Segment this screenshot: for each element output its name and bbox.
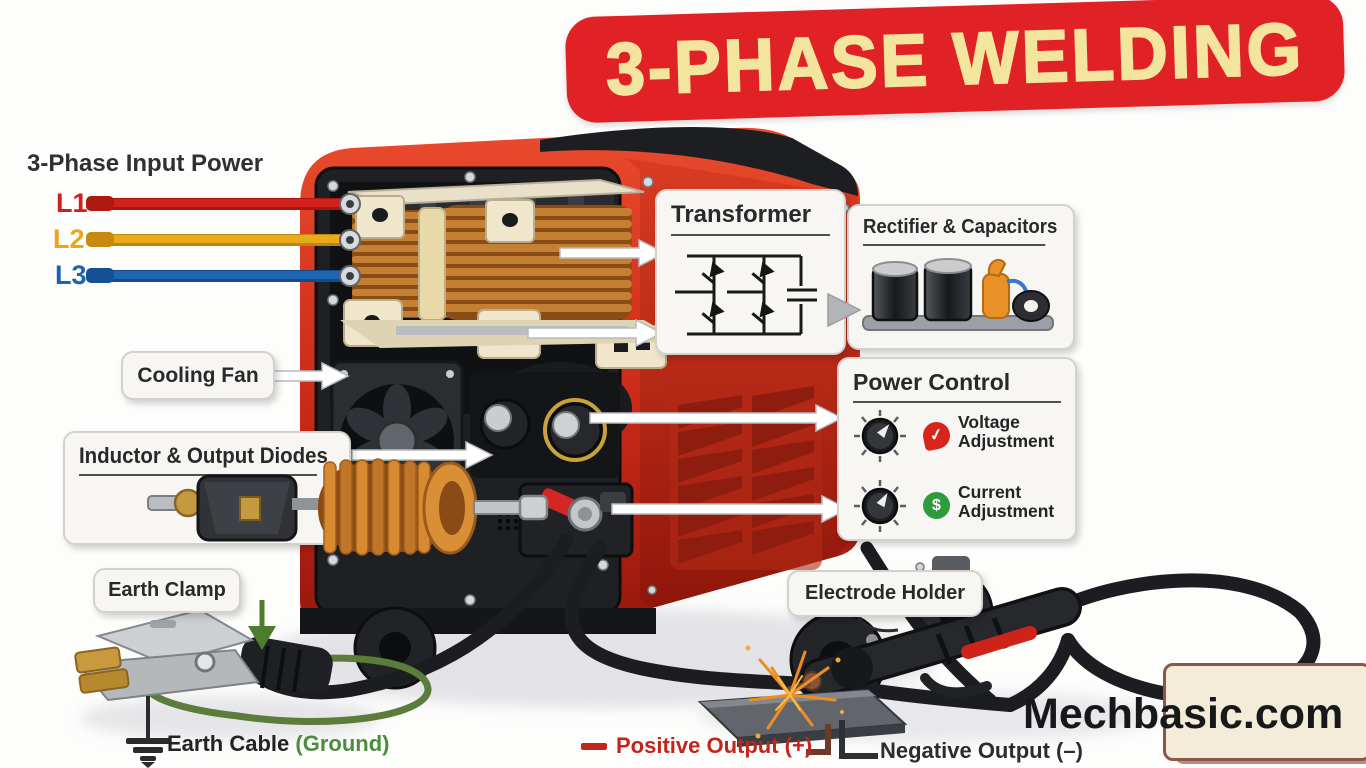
phase-label-l1: L1: [56, 188, 88, 218]
page-title: 3-PHASE WELDING: [604, 7, 1307, 112]
cooling-fan: [330, 360, 464, 522]
rectifier-title: Rectifier & Capacitors: [863, 216, 1057, 246]
earth-cable-label: Earth Cable (Ground): [167, 731, 389, 757]
current-knob[interactable]: [851, 477, 909, 535]
cooling-fan-title: Cooling Fan: [137, 363, 259, 387]
phase-label-l2: L2: [53, 224, 85, 254]
transformer-coils: [340, 178, 682, 369]
callout-inductor: Inductor & Output Diodes: [63, 431, 351, 545]
power-control-title: Power Control: [853, 369, 1061, 403]
callout-cooling-fan: Cooling Fan: [121, 351, 275, 400]
capacitors-illustration: [862, 258, 1054, 331]
green-earth-cable: [146, 654, 432, 726]
callout-arrows: [249, 238, 850, 524]
current-dollar-badge: $: [923, 492, 950, 519]
cables: [146, 533, 1321, 726]
transformer-title: Transformer: [671, 201, 830, 236]
input-power-heading: 3-Phase Input Power: [27, 150, 264, 177]
electrode-holder-title: Electrode Holder: [804, 582, 966, 604]
callout-power-control: Power Control ✓ Voltage Adjustment: [837, 357, 1077, 541]
voltage-check-badge: ✓: [920, 419, 953, 452]
ground-text: (Ground): [295, 731, 390, 756]
positive-output-label: Positive Output (+): [581, 733, 812, 759]
output-brackets: [806, 720, 878, 759]
current-row: $ Current Adjustment: [839, 475, 1075, 539]
earth-cable-text: Earth Cable: [167, 731, 296, 756]
side-vents: [670, 382, 822, 570]
callout-rectifier: Rectifier & Capacitors: [847, 204, 1075, 350]
positive-output-text: Positive Output (+): [616, 733, 813, 758]
watermark-text: Mechbasic.com: [1023, 690, 1344, 738]
watermark-box: [1163, 663, 1366, 761]
positive-dash: [581, 742, 607, 750]
diode-bridge-schematic: [675, 254, 817, 336]
inductor-title: Inductor & Output Diodes: [79, 443, 328, 476]
callout-transformer: Transformer: [655, 189, 846, 355]
current-adjustment-label: Current Adjustment: [958, 482, 1055, 521]
phase-label-l3: L3: [55, 260, 87, 290]
callout-electrode-holder: Electrode Holder: [787, 570, 983, 617]
voltage-adjustment-label: Voltage Adjustment: [958, 412, 1055, 451]
ground-symbol: [126, 696, 170, 768]
weld-sparks: [745, 645, 844, 739]
input-terminals: [339, 193, 361, 287]
earth-clamp: [74, 608, 333, 702]
earth-clamp-arrow: [248, 600, 276, 650]
negative-output-label: Negative Output (–): [880, 738, 1083, 763]
output-terminals: [470, 362, 632, 478]
earth-clamp-title: Earth Clamp: [108, 579, 226, 601]
voltage-row: ✓ Voltage Adjustment: [839, 405, 1075, 469]
phase-wires: [86, 193, 361, 287]
coil-right: [442, 205, 632, 320]
voltage-knob[interactable]: [851, 407, 909, 465]
callout-earth-clamp: Earth Clamp: [93, 568, 241, 613]
holder-box-tail: [856, 615, 899, 633]
